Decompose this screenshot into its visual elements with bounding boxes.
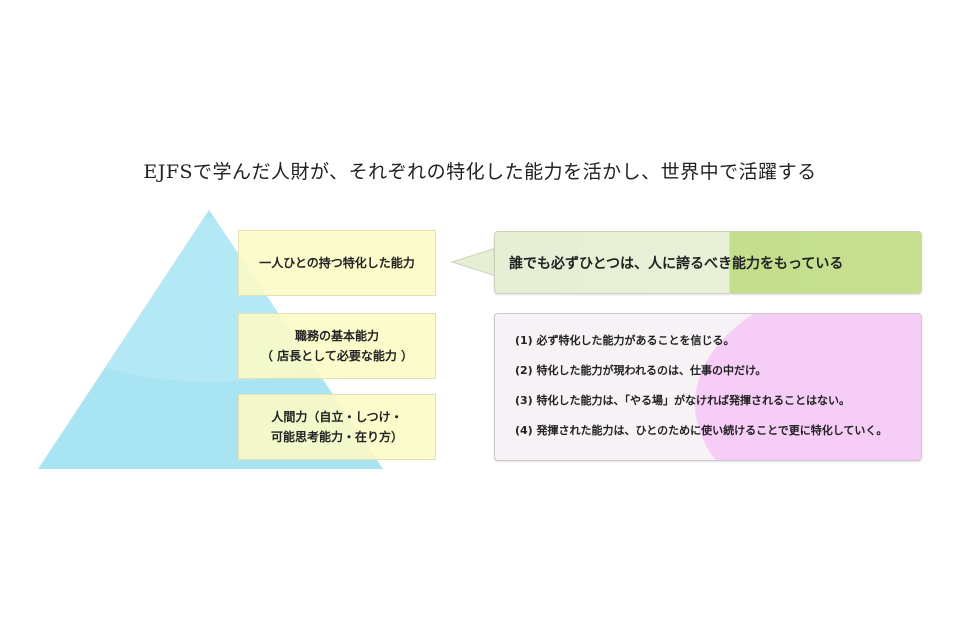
principles-list: (1) 必ず特化した能力があることを信じる。 (2) 特化した能力が現われるのは…: [495, 314, 921, 442]
level-label: 一人ひとの持つ特化した能力: [259, 256, 415, 270]
callout-text: 誰でも必ずひとつは、人に誇るべき能力をもっている: [509, 255, 844, 272]
pyramid-level-basic: 職務の基本能力 （ 店長として必要な能力 ）: [238, 313, 436, 379]
list-item: (2) 特化した能力が現われるのは、仕事の中だけ。: [515, 364, 767, 377]
level-sublabel: （ 店長として必要な能力 ）: [261, 349, 413, 363]
level-label: 人間力（自立・しつけ・: [271, 410, 403, 424]
principles-tint: [695, 314, 921, 460]
callout-box: 誰でも必ずひとつは、人に誇るべき能力をもっている: [494, 231, 922, 294]
list-item: (3) 特化した能力は、「やる場」がなければ発揮されることはない。: [515, 394, 851, 407]
pyramid-level-human: 人間力（自立・しつけ・ 可能思考能力・在り方）: [238, 394, 436, 460]
level-sublabel: 可能思考能力・在り方）: [270, 430, 403, 444]
principles-box: (1) 必ず特化した能力があることを信じる。 (2) 特化した能力が現われるのは…: [494, 313, 922, 461]
list-item: (1) 必ず特化した能力があることを信じる。: [515, 334, 735, 347]
level-label: 職務の基本能力: [294, 329, 379, 343]
pyramid-level-specialized: 一人ひとの持つ特化した能力: [238, 230, 436, 296]
list-item: (4) 発揮された能力は、ひとのために使い続けることで更に特化していく。: [515, 424, 888, 437]
page-title: EJFSで学んだ人財が、それぞれの特化した能力を活かし、世界中で活躍する: [143, 161, 817, 183]
